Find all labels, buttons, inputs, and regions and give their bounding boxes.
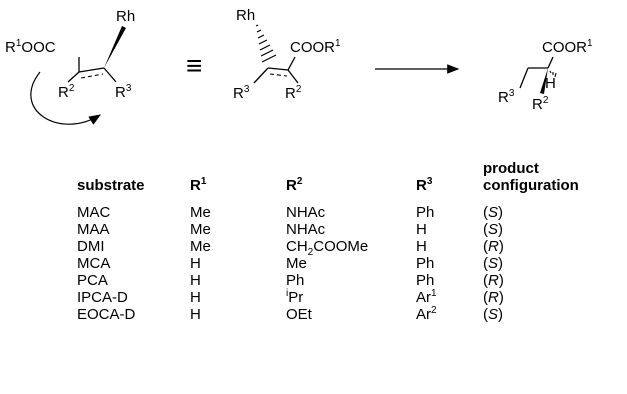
r1-cell: H [190,306,201,323]
r1-cell: Me [190,238,211,255]
header-r3: R3 [416,176,433,195]
r2-cell: iPr [286,288,304,307]
bond [547,56,554,69]
substrate-cell: EOCA-D [77,306,136,323]
bond [253,67,269,84]
r2-cell: NHAc [286,204,326,221]
substrate-cell: MAC [77,204,111,221]
config-cell: (S) [483,255,504,272]
bond [78,67,105,73]
hashed-bond [549,70,557,78]
r2-cell: Ph [286,272,305,289]
product-r2-label: R2 [532,95,549,113]
table-row: MAA Me NHAc H (S) [77,221,603,238]
table-row: DMI Me CH2COOMe H (R) [77,238,603,258]
middle-r2-label: R2 [285,84,302,102]
config-cell: (S) [483,306,504,323]
left-rh-label: Rh [116,8,135,25]
bond [269,73,288,77]
bond [80,73,104,79]
left-structure: R1OOC Rh R2 R3 [5,8,135,125]
r2-cell: NHAc [286,221,326,238]
product-ester-label: COOR1 [542,38,593,56]
equivalence-symbol: ≡ [186,50,202,81]
bond [267,67,289,71]
r1-cell: H [190,272,201,289]
left-r3-label: R3 [115,83,132,101]
header-r2: R2 [286,176,303,195]
table-row: MAC Me NHAc Ph (S) [77,204,603,221]
r1-cell: Me [190,204,211,221]
r2-cell: Me [286,255,307,272]
r1-cell: Me [190,221,211,238]
r3-cell: Ar1 [416,288,437,307]
substrate-cell: IPCA-D [77,289,128,306]
reaction-scheme: R1OOC Rh R2 R3 ≡ Rh COOR1 R3 R2 [5,7,593,125]
config-cell: (R) [483,289,504,306]
config-cell: (S) [483,221,504,238]
config-cell: (R) [483,238,504,255]
middle-structure: Rh COOR1 R3 R2 [233,7,341,102]
substrate-cell: PCA [77,272,108,289]
config-cell: (R) [483,272,504,289]
left-ester-label: R1OOC [5,38,56,56]
table-row: MCA H Me Ph (S) [77,255,603,272]
substrate-cell: MAA [77,221,110,238]
r3-cell: Ph [416,272,435,289]
wedge-bond [104,26,126,68]
substrate-cell: DMI [77,238,105,255]
r2-cell: CH2COOMe [286,238,369,258]
header-substrate: substrate [77,177,145,194]
table-row: PCA H Ph Ph (R) [77,272,603,289]
product-r3-label: R3 [498,88,515,106]
hashed-bond [255,24,277,63]
r3-cell: H [416,238,427,255]
header-r1: R1 [190,176,207,195]
product-structure: COOR1 H R3 R2 [498,38,593,113]
wedge-bond [540,68,548,94]
bond [519,67,529,89]
middle-r3-label: R3 [233,84,250,102]
r3-cell: H [416,221,427,238]
bond [287,56,296,71]
r1-cell: H [190,255,201,272]
r2-cell: OEt [286,306,312,323]
product-h-label: H [545,75,556,92]
config-cell: (S) [483,204,504,221]
r3-cell: Ph [416,255,435,272]
middle-rh-label: Rh [236,7,255,24]
middle-ester-label: COOR1 [290,38,341,56]
bond [103,67,117,83]
left-r2-label: R2 [58,83,75,101]
substrate-cell: MCA [77,255,111,272]
bond [287,69,299,84]
bond [67,71,80,83]
r1-cell: H [190,289,201,306]
table-row: EOCA-D H OEt Ar2 (S) [77,305,603,324]
curved-arrow [30,71,102,125]
r3-cell: Ph [416,204,435,221]
r3-cell: Ar2 [416,305,437,324]
